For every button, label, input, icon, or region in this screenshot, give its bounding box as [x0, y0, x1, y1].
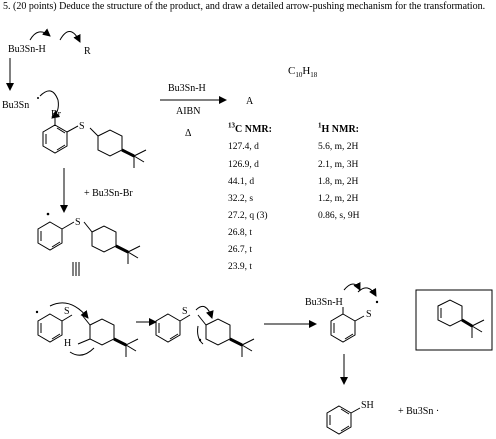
sulfur-label-5: S [366, 309, 372, 320]
product-label: A [246, 96, 254, 107]
bromo-label: Br [51, 109, 61, 120]
h1-row: 5.6, m, 2H [318, 142, 359, 152]
c13-row: 126.9, d [228, 160, 259, 170]
heat-symbol: Δ [185, 128, 192, 139]
product-box [415, 289, 493, 351]
tin-radical-label: Bu3Sn [2, 100, 30, 111]
reagent-bottom: AIBN [176, 106, 201, 117]
reagent-top: Bu3Sn-H [168, 83, 206, 94]
byproduct-label: + Bu3Sn-Br [84, 188, 133, 199]
h1-header: 1H NMR: [318, 121, 359, 135]
molecular-formula: C10H18 [288, 65, 318, 80]
c13-row: 127.4, d [228, 142, 259, 152]
radical-label: R [84, 46, 91, 57]
c13-row: 26.8, t [228, 228, 253, 238]
curved-arrow-top-left [29, 28, 51, 41]
product-structure [437, 299, 485, 338]
curved-arrow-top-right [59, 31, 81, 43]
radical-dot-r [76, 36, 80, 40]
tin-radical-product: + Bu3Sn · [398, 406, 440, 417]
sulfur-label-2: S [75, 217, 81, 228]
thiyl-radical-structure [330, 281, 379, 343]
h-transfer-structure [35, 302, 139, 357]
c13-row: 26.7, t [228, 245, 253, 255]
sulfur-label-3: S [64, 306, 70, 317]
tin-hydride-label: Bu3Sn-H [8, 44, 46, 55]
c13-row: 27.2, q (3) [228, 211, 268, 221]
c13-row: 44.1, d [228, 177, 255, 187]
aryl-radical-structure [37, 212, 141, 264]
h1-row: 2.1, m, 3H [318, 160, 359, 170]
sulfur-label-4: S [182, 306, 188, 317]
hydrogen-label: H [64, 338, 72, 349]
tin-hydride-label-2: Bu3Sn-H [305, 297, 343, 308]
thiophenol-structure [326, 405, 361, 435]
c13-row: 23.9, t [228, 262, 253, 272]
question-text: 5. (20 points) Deduce the structure of t… [3, 1, 486, 12]
c13-row: 32.2, s [228, 194, 254, 204]
thiol-label: SH [361, 400, 374, 411]
h1-row: 0.86, s, 9H [318, 211, 360, 221]
c13-header: 13C NMR: [228, 121, 272, 135]
aryl-bromide-structure [42, 118, 147, 168]
sulfur-label-1: S [79, 121, 85, 132]
curved-arrow-sn-br [39, 90, 60, 119]
h1-row: 1.2, m, 2H [318, 194, 359, 204]
h1-row: 1.8, m, 2H [318, 177, 359, 187]
alkyl-radical-structure [155, 305, 255, 357]
